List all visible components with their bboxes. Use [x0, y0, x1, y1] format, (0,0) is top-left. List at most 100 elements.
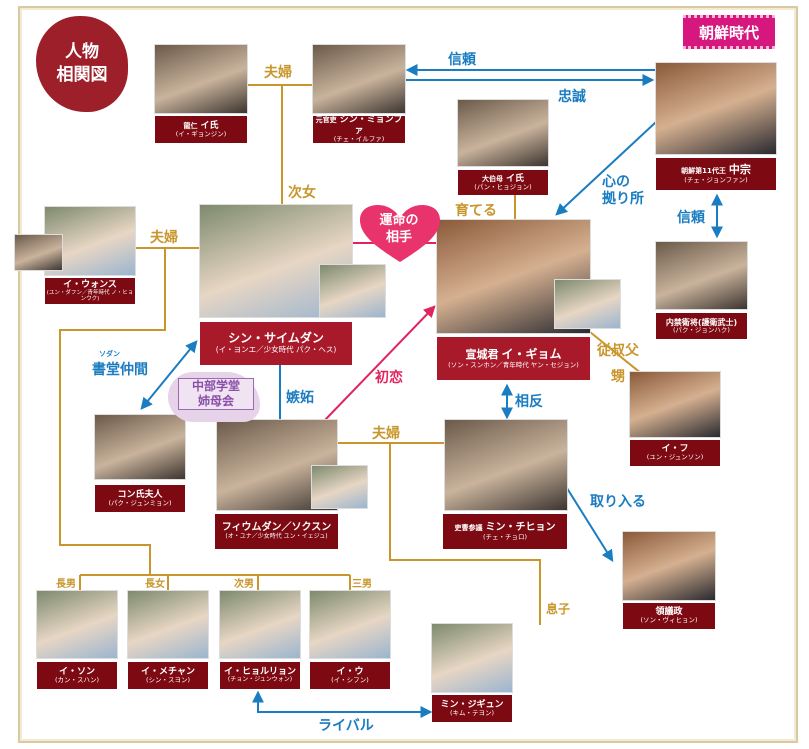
actor: (イ・シフン) — [331, 675, 369, 684]
father-photo — [313, 45, 405, 113]
uncle-label: 従叔父 — [597, 343, 639, 359]
support-label: 心の拠り所 — [602, 174, 644, 208]
actor: (パン・ヒョジョン) — [474, 182, 532, 191]
mother-label: 龍仁イ氏 (イ・ギョンジン) — [155, 116, 247, 143]
father-label: 元官吏シン・ミョンファ (チェ・イルファ) — [313, 115, 405, 144]
actor: (ユン・ダフン／青年時代 ノ・ヒョンウク) — [46, 289, 134, 303]
name: 中宗 — [728, 162, 751, 176]
club-label: 中部学堂姉母会 — [178, 378, 254, 410]
logo-badge: 人物 相関図 — [36, 16, 128, 112]
role: 龍仁 — [183, 121, 198, 130]
destined-label-1: 運命の — [379, 213, 419, 228]
min-jigyun-photo — [432, 624, 512, 692]
huiumdang-young-photo — [312, 466, 367, 508]
name: 領議政 — [655, 607, 683, 618]
seodang-ruby: ソダン — [99, 350, 120, 358]
uncle-nephew-line — [589, 331, 643, 375]
second-daughter-label: 次女 — [288, 185, 316, 201]
son-label: 息子 — [546, 602, 571, 616]
saimdang-couple-line — [59, 247, 200, 575]
saimdang-couple-label: 夫婦 — [150, 230, 178, 246]
seodang-arrow — [140, 340, 198, 410]
min-couple-line — [337, 442, 541, 625]
role: 大伯母 — [481, 174, 503, 183]
daughter1-label: イ・メチャン (シン・スヨン) — [128, 662, 208, 689]
actor: (パク・ジュンミョン) — [108, 498, 172, 507]
first-love-arrow — [324, 305, 436, 421]
seodang-mates-label: 書堂仲間 — [92, 362, 148, 378]
son3-photo — [310, 591, 390, 658]
actor: (シン・スヨン) — [145, 675, 191, 684]
club-label-2: 姉母会 — [197, 394, 234, 408]
actor: (チェ・イルファ) — [333, 135, 385, 144]
gyeom-label: 宣城君イ・ギョム (ソン・スンホン／青年時代 ヤン・セジョン) — [437, 337, 590, 380]
min-couple-label: 夫婦 — [372, 426, 400, 442]
eldest-daughter-label: 長女 — [145, 579, 165, 590]
king-label: 朝鮮第11代王中宗 (チェ・ジョンファン) — [656, 158, 776, 190]
name: イ氏 — [505, 173, 524, 184]
min-chihyeon-label: 吏曹参議ミン・チヒョン (チェ・チョロ) — [443, 514, 567, 549]
prime-minister-label: 領議政 (ソン・ヴィヒョン) — [623, 603, 715, 629]
son1-photo — [37, 591, 117, 658]
actor: (イ・ヨンエ／少女時代 パク・ヘス) — [215, 345, 337, 355]
great-aunt-label: 大伯母イ氏 (パン・ヒョジョン) — [458, 170, 548, 195]
destined-label: 運命の相手 — [358, 212, 440, 246]
diagram-frame — [18, 6, 798, 743]
actor: (キム・テヨン) — [449, 708, 495, 717]
first-love-label: 初恋 — [375, 370, 403, 386]
third-son-label: 三男 — [352, 579, 372, 590]
son2-label: イ・ヒョルリョン (チョン・ジュンウォン) — [220, 662, 300, 689]
actor: (イ・ギョンジン) — [175, 129, 227, 138]
second-son-label: 次男 — [234, 579, 254, 590]
name: ミン・チヒョン — [485, 522, 556, 534]
support-arrow — [555, 121, 657, 216]
role: 元官吏 — [315, 116, 337, 125]
guard-trust-label: 信頼 — [677, 210, 705, 226]
gong-label: コン氏夫人 (パク・ジュンミョン) — [95, 485, 185, 512]
parents-couple-label: 夫婦 — [264, 65, 292, 81]
actor: (オ・ユナ／少女時代 ユン・イェジュ) — [225, 532, 328, 540]
actor: (チョン・ジュンウォン) — [227, 676, 293, 684]
son3-label: イ・ウ (イ・シフン) — [310, 662, 390, 689]
mother-photo — [155, 45, 247, 113]
name: フィウムダン／ソクスン — [221, 522, 332, 534]
raises-label: 育てる — [455, 203, 497, 219]
name: イ・ギョム — [501, 346, 562, 361]
curry-favor-label: 取り入る — [590, 494, 646, 510]
actor: (ユン・ジュンソン) — [646, 453, 704, 462]
eldest-son-label: 長男 — [56, 579, 76, 590]
actor: (ソン・ヴィヒョン) — [640, 616, 698, 625]
name: イ・ウォンス — [63, 279, 117, 290]
club-label-1: 中部学堂 — [191, 379, 240, 393]
rivalry-adults-label: 相反 — [515, 394, 543, 410]
gong-photo — [95, 415, 185, 479]
support-label-1: 心の — [602, 174, 630, 190]
era-badge: 朝鮮時代 — [683, 15, 775, 49]
trust-label: 信頼 — [448, 52, 476, 68]
nephew-label: 甥 — [611, 369, 625, 385]
name: シン・サイムダン — [228, 331, 324, 346]
name: ミン・ジギュン — [440, 699, 504, 710]
rival-label: ライバル — [318, 718, 374, 734]
name: コン氏夫人 — [117, 489, 163, 500]
children-line — [79, 574, 351, 592]
actor: (ソン・スンホン／青年時代 ヤン・セジョン) — [448, 360, 579, 369]
actor: (カン・スハン) — [54, 675, 100, 684]
actor: (チェ・チョロ) — [482, 532, 528, 541]
wonsu-label: イ・ウォンス (ユン・ダフン／青年時代 ノ・ヒョンウク) — [45, 278, 135, 304]
name: イ・ヒョルリョン — [223, 666, 296, 677]
name: シン・ミョンファ — [339, 115, 403, 136]
name: イ・メチャン — [141, 666, 195, 677]
son1-label: イ・ソン (カン・スハン) — [37, 662, 117, 689]
ihu-photo — [630, 372, 720, 437]
huiumdang-label: フィウムダン／ソクスン (オ・ユナ／少女時代 ユン・イェジュ) — [215, 514, 338, 549]
logo-line2: 相関図 — [56, 65, 108, 85]
actor: (パク・ジョンハク) — [673, 325, 730, 334]
logo-line1: 人物 — [65, 42, 99, 62]
parents-couple-line — [247, 84, 313, 205]
loyalty-label: 忠誠 — [558, 89, 586, 105]
heart-icon — [360, 205, 440, 262]
name: イ・ウ — [336, 666, 364, 677]
guard-label: 内禁衛将(護衛武士) (パク・ジョンハク) — [656, 313, 747, 339]
son2-photo — [220, 591, 300, 658]
